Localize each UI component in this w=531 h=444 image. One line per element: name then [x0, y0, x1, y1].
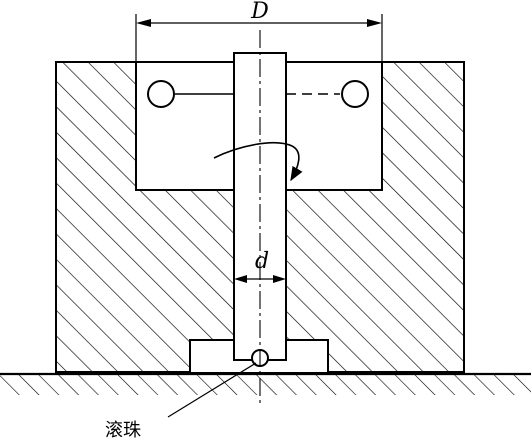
dim-d-label: d — [255, 249, 269, 274]
dim-D-label: D — [250, 0, 269, 24]
dim-D-arrow-right — [367, 19, 382, 27]
ball-left — [147, 80, 175, 108]
ball-leader-line — [167, 362, 257, 418]
ball-right — [341, 80, 369, 108]
dim-d-arrow-right — [273, 275, 286, 283]
ball-callout-label: 滚珠 — [105, 420, 141, 441]
dim-D-arrow-left — [136, 19, 151, 27]
rotation-arrow — [213, 141, 303, 182]
ground-hatch — [0, 375, 531, 395]
dim-d-arrow-left — [234, 275, 247, 283]
